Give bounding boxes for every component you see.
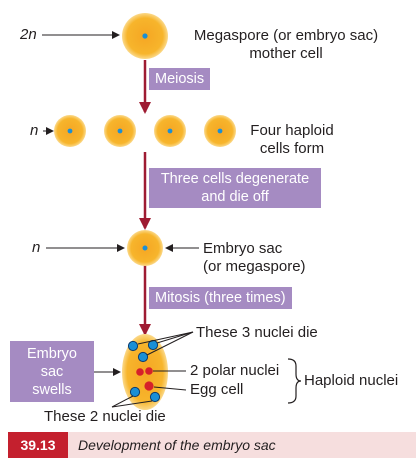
- figure-caption: 39.13 Development of the embryo sac: [8, 432, 416, 458]
- nuclei3-die-label: These 3 nuclei die: [196, 324, 318, 341]
- antipodal-nucleus-3: [137, 351, 149, 363]
- ploidy-n-sac-label: n: [32, 239, 41, 256]
- egg-nucleus: [144, 381, 154, 391]
- polar-nucleus-2: [145, 367, 153, 375]
- haploid-nuclei-brace: [287, 358, 302, 404]
- megaspore-nucleus: [142, 245, 148, 251]
- step-degenerate: Three cells degenerate and die off: [149, 168, 321, 208]
- polar-nucleus-1: [136, 368, 144, 376]
- pointer-3-nuclei-c: [146, 331, 194, 356]
- synergid-nucleus-1: [129, 386, 141, 398]
- figure-number: 39.13: [8, 432, 68, 458]
- ploidy-n-row-label: n: [30, 122, 39, 139]
- step-mitosis: Mitosis (three times): [149, 287, 292, 309]
- step-meiosis: Meiosis: [149, 68, 211, 90]
- pointer-egg-cell: [153, 386, 187, 391]
- nuclei2-die-label: These 2 nuclei die: [44, 408, 166, 425]
- haploid-cell-4-nucleus: [217, 128, 223, 134]
- pointer-2-nuclei-a: [111, 395, 134, 408]
- four-cells-label: Four haploid cells form: [250, 122, 334, 157]
- pointer-3-nuclei-b: [156, 331, 194, 344]
- step-embryo-sac-swells: Embryo sac swells: [10, 341, 94, 402]
- egg-cell-label: Egg cell: [190, 381, 244, 398]
- haploid-nuclei-label: Haploid nuclei: [304, 372, 399, 389]
- mother-cell-label: Megaspore (or embryo sac) mother cell: [193, 27, 379, 62]
- embryo-sac-diagram: [42, 13, 302, 410]
- embryo-sac-label: Embryo sac (or megaspore): [203, 240, 306, 275]
- haploid-cell-1-nucleus: [67, 128, 73, 134]
- synergid-nucleus-2: [149, 391, 161, 403]
- figure-caption-text: Development of the embryo sac: [78, 437, 276, 453]
- pointer-3-nuclei-a: [137, 331, 194, 345]
- ploidy-2n-label: 2n: [20, 26, 37, 43]
- antipodal-nucleus-1: [127, 340, 139, 352]
- pointer-2-nuclei-b: [111, 400, 153, 408]
- haploid-cell-3-nucleus: [167, 128, 173, 134]
- haploid-cell-2-nucleus: [117, 128, 123, 134]
- polar-nuclei-label: 2 polar nuclei: [190, 362, 280, 379]
- mother-cell-nucleus: [142, 33, 148, 39]
